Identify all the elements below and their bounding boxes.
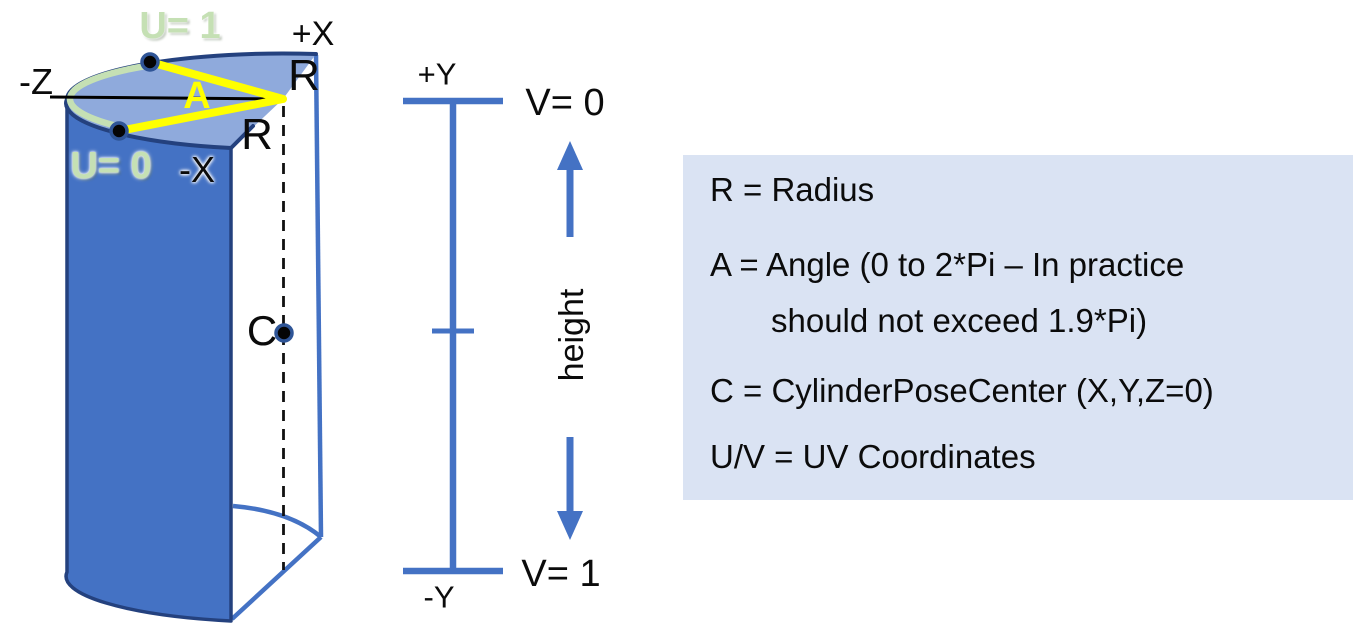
angle-radius-lines [115,58,287,135]
u0-label: U= 0 [70,145,152,187]
plus-y-label: +Y [417,56,457,92]
minus-x-label: -X [179,149,215,190]
down-arrow-head-icon [557,511,583,540]
radius-front-label: R [241,110,273,159]
angle-label: A [183,75,211,117]
legend-box: R = Radius A = Angle (0 to 2*Pi – In pra… [683,155,1353,500]
v0-label: V= 0 [525,82,605,124]
legend-line-uv: U/V = UV Coordinates [710,438,1036,475]
up-arrow-head-icon [557,141,583,170]
plus-x-label: +X [291,15,335,53]
right-silhouette-edge [313,54,324,538]
legend-line-radius: R = Radius [710,171,875,208]
height-label: height [553,288,591,382]
v1-label: V= 1 [521,553,601,595]
center-label: C [246,307,278,354]
bottom-cut-edge [230,535,323,621]
minus-y-label: -Y [423,579,455,615]
minus-z-label: -Z [19,61,53,102]
center-point-dot [274,323,294,343]
legend-line-center: C = CylinderPoseCenter (X,Y,Z=0) [710,372,1214,409]
u0-point-dot [109,121,129,141]
radius-top-label: R [288,51,320,100]
bottom-inner-ellipse-arc [232,503,323,539]
v-axis-group [403,97,583,575]
minus-z-diameter-line [49,95,285,101]
u1-label: U= 1 [139,5,221,47]
legend-line-angle-cont: should not exceed 1.9*Pi) [771,302,1148,339]
legend-line-angle: A = Angle (0 to 2*Pi – In practice [710,246,1185,283]
u1-point-dot [140,52,160,72]
